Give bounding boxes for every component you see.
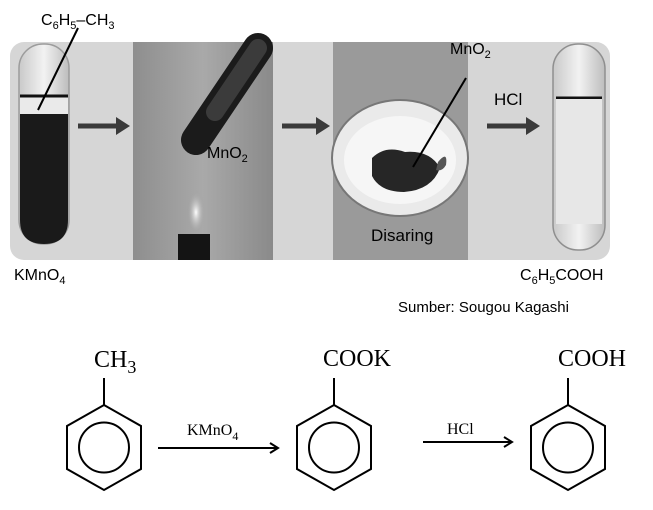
reaction-arrow-icon	[158, 443, 278, 453]
panel-heating	[133, 42, 273, 260]
toluene-structure	[67, 378, 141, 490]
flame	[187, 186, 205, 230]
panel-product-tube	[553, 44, 605, 250]
disaring-label: Disaring	[371, 226, 433, 245]
cooh-label: COOH	[558, 346, 626, 372]
hcl-photo-label: HCl	[494, 90, 522, 109]
photo-strip: C6H5–CH3 KMnO4 MnO2 MnO2 Disaring HCl C6…	[10, 12, 610, 316]
reagent-hcl-label: HCl	[447, 421, 474, 438]
source-caption: Sumber: Sougou Kagashi	[398, 299, 569, 316]
benzoic-acid-structure	[531, 378, 605, 490]
benzoic-acid-label: C6H5COOH	[520, 267, 603, 287]
reagent-kmno4-label: KMnO4	[187, 422, 238, 443]
burner	[178, 234, 210, 260]
cook-label: COOK	[323, 346, 392, 372]
reaction-arrow-icon	[423, 437, 512, 447]
photo-background	[10, 42, 610, 260]
ch3-label: CH3	[94, 347, 136, 377]
kmno4-label: KMnO4	[14, 267, 65, 287]
kmno4-solution	[20, 114, 68, 244]
reaction-scheme	[67, 378, 605, 490]
potassium-benzoate-structure	[297, 378, 371, 490]
product-solution	[556, 99, 602, 224]
